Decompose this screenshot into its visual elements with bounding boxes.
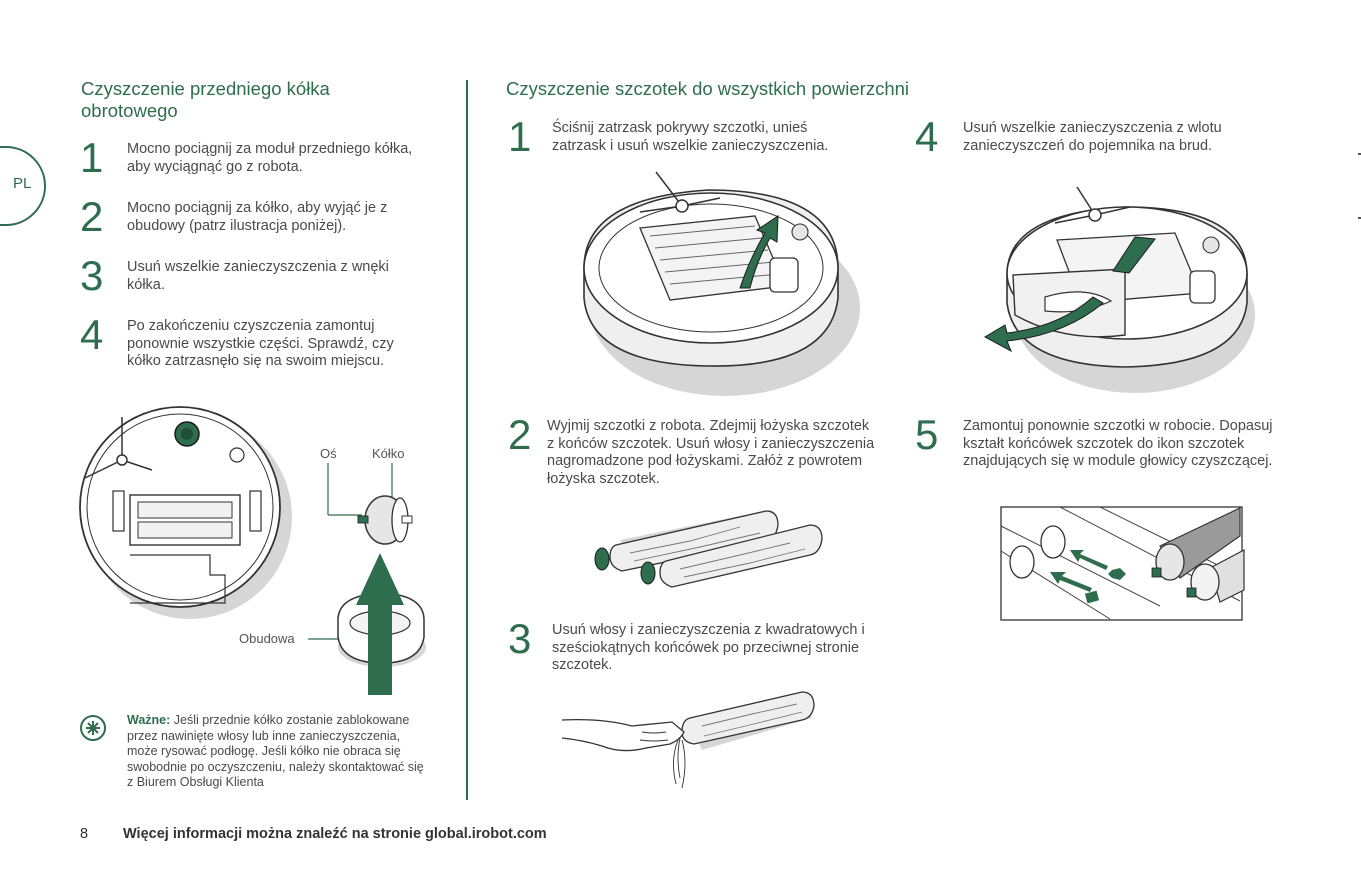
drive-wheel-4: [1189, 270, 1216, 304]
hair-strands: [673, 737, 686, 789]
left-step-2-text: Mocno pociągnij za kółko, aby wyjąć je z…: [127, 200, 388, 234]
housing-label: Obudowa: [239, 631, 295, 646]
insert-arrow-bottom: [1050, 572, 1092, 592]
right-step-2-text: Wyjmij szczotki z robota. Zdejmij łożysk…: [547, 418, 875, 487]
brush-end-top: [1155, 543, 1185, 581]
left-step-1-text: Mocno pociągnij za moduł przedniego kółk…: [127, 141, 413, 175]
footer-text: Więcej informacji można znaleźć na stron…: [123, 826, 547, 842]
brush-reinstall-illustration: [1000, 506, 1245, 621]
sensor-1: [791, 223, 809, 241]
right-step-5-number: 5: [915, 411, 939, 458]
axle-end-left: [357, 515, 369, 524]
left-step-3-text: Usuń wszelkie zanieczyszczenia z wnęki k…: [127, 259, 389, 293]
brush-end-cleaning-illustration: [561, 691, 815, 789]
important-note-text: Jeśli przednie kółko zostanie zablokowan…: [127, 713, 424, 789]
lift-arrow: [739, 215, 779, 289]
sensor-4: [1202, 236, 1220, 254]
side-brush-1: [639, 171, 721, 213]
axle-label: Oś: [320, 446, 337, 461]
right-section-title: Czyszczenie szczotek do wszystkich powie…: [506, 78, 910, 99]
brush-tip-hex: [1151, 567, 1162, 578]
brush-a-pattern: [629, 526, 761, 562]
module-lines: [1000, 506, 1241, 620]
left-step-4-text: Po zakończeniu czyszczenia zamontuj pono…: [127, 318, 394, 369]
right-step-1-number: 1: [508, 113, 532, 160]
important-note-label: Ważne:: [127, 713, 171, 727]
right-step-1-text: Ściśnij zatrzask pokrywy szczotki, unieś…: [552, 120, 829, 154]
important-note-icon: [80, 715, 106, 741]
left-step-4-number: 4: [80, 311, 104, 358]
brush-socket-a: [1009, 545, 1035, 579]
brush-end-bottom: [1190, 563, 1220, 601]
square-icon: [1084, 590, 1100, 604]
important-note: Ważne: Jeśli przednie kółko zostanie zab…: [127, 713, 427, 791]
robot-rim-1: [598, 203, 824, 333]
language-tab-label: PL: [13, 175, 32, 192]
drive-wheel-1: [769, 257, 799, 293]
brush-socket-b: [1040, 525, 1066, 559]
brush-bristles-1: [649, 225, 781, 285]
left-step-3-number: 3: [80, 252, 104, 299]
sensor-dot: [229, 447, 245, 463]
insert-arrow-top: [1070, 550, 1108, 570]
left-drive-wheel: [112, 490, 125, 532]
left-section-title: Czyszczenie przedniego kółka obrotowego: [81, 78, 330, 121]
brush-guard-illustration: [583, 171, 860, 396]
left-step-2-number: 2: [80, 193, 104, 240]
hex-icon: [1108, 568, 1126, 580]
brush-3: [681, 691, 815, 745]
page-number: 8: [80, 826, 89, 842]
axle-end-right: [401, 515, 413, 524]
side-brush: [84, 417, 153, 479]
brush-b-pattern: [679, 542, 806, 578]
robot-bottom-rim: [86, 413, 274, 601]
brush-tip-square: [1186, 587, 1197, 598]
hand: [561, 718, 685, 752]
wheel-label: Kółko: [372, 446, 405, 461]
brush-b: [659, 524, 823, 588]
edge-mark-bottom: [1358, 217, 1361, 219]
inlet-marker: [1112, 236, 1156, 274]
bearing-a: [594, 547, 610, 571]
right-step-4-number: 4: [915, 113, 939, 160]
debris-inlet-illustration: [983, 186, 1255, 393]
brush-lower: [137, 521, 233, 539]
right-drive-wheel: [249, 490, 262, 532]
right-step-2-number: 2: [508, 411, 532, 458]
bin-outline: [130, 554, 226, 604]
brush-upper: [137, 501, 233, 519]
right-step-4-text: Usuń wszelkie zanieczyszczenia z wlotu z…: [963, 120, 1222, 154]
hand-fingers: [639, 731, 669, 742]
front-caster-hub: [181, 428, 193, 440]
right-step-5-text: Zamontuj ponownie szczotki w robocie. Do…: [963, 418, 1273, 469]
right-step-3-text: Usuń włosy i zanieczyszczenia z kwadrato…: [552, 622, 865, 673]
pull-up-arrow: [356, 553, 404, 695]
side-brush-4: [1054, 186, 1131, 224]
remove-arrow: [983, 296, 1104, 353]
caster-wheel-illustration: [79, 406, 426, 695]
brush-bearings-illustration: [594, 510, 823, 588]
left-step-1-number: 1: [80, 134, 104, 181]
right-step-3-number: 3: [508, 615, 532, 662]
column-divider: [466, 80, 468, 800]
edge-mark-top: [1358, 153, 1361, 155]
bearing-b: [640, 561, 656, 585]
brush-3-pattern: [701, 703, 803, 737]
